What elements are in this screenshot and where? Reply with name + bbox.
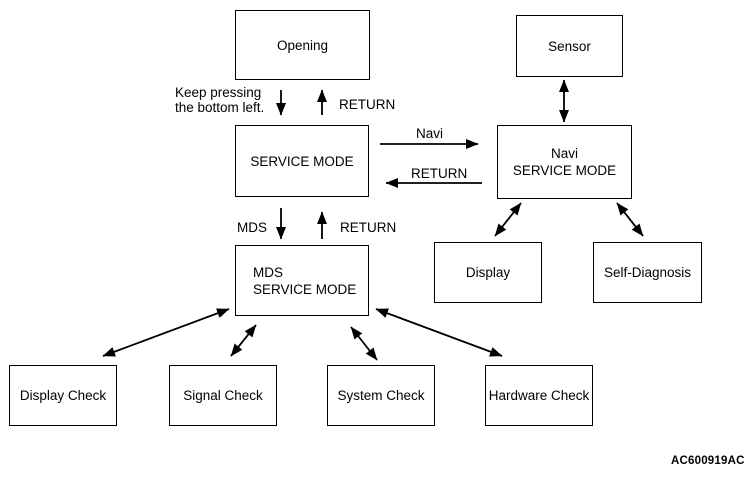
arrow-mds-signalcheck-bidirectional [230, 324, 257, 357]
node-system-check: System Check [327, 365, 435, 426]
edge-label-mds: MDS [237, 220, 267, 235]
node-signal-check: Signal Check [169, 365, 277, 426]
node-display: Display [434, 242, 542, 303]
arrow-navi-display-bidirectional [494, 202, 522, 237]
edge-label-return-opening: RETURN [339, 97, 396, 112]
edge-label-return-mds: RETURN [340, 220, 397, 235]
node-mds-service-mode-line2: SERVICE MODE [253, 281, 357, 297]
node-display-check: Display Check [9, 365, 117, 426]
node-service-mode-label: SERVICE MODE [250, 153, 354, 169]
arrow-navi-selfdiagnosis-bidirectional [616, 202, 644, 237]
node-hardware-check: Hardware Check [485, 365, 593, 426]
edge-label-keep-pressing: Keep pressing the bottom left. [175, 85, 264, 115]
node-navi-service-mode-line2: SERVICE MODE [512, 163, 617, 178]
edge-label-keep-pressing-line1: Keep pressing [175, 85, 262, 100]
node-signal-check-label: Signal Check [183, 388, 263, 403]
edge-label-return-navi: RETURN [411, 166, 468, 181]
node-mds-service-mode: MDS SERVICE MODE [235, 245, 369, 316]
node-navi-service-mode: Navi SERVICE MODE [497, 125, 632, 199]
arrow-mds-hardwarecheck-bidirectional [375, 308, 503, 357]
arrow-mds-displaycheck-bidirectional [102, 308, 230, 357]
figure-code: AC600919AC [671, 455, 745, 467]
edge-label-navi: Navi [416, 126, 444, 141]
node-sensor-label: Sensor [548, 38, 591, 54]
node-navi-service-mode-line1: Navi [550, 146, 578, 161]
edge-label-keep-pressing-line2: the bottom left. [175, 100, 265, 115]
node-service-mode: SERVICE MODE [235, 125, 369, 197]
node-opening: Opening [235, 10, 370, 80]
arrow-mds-systemcheck-bidirectional [350, 326, 378, 361]
node-display-check-label: Display Check [19, 388, 107, 403]
node-self-diagnosis-label: Self-Diagnosis [603, 265, 692, 280]
node-system-check-label: System Check [337, 388, 425, 403]
node-display-label: Display [465, 265, 511, 280]
node-hardware-check-label: Hardware Check [488, 388, 590, 403]
node-self-diagnosis: Self-Diagnosis [593, 242, 702, 303]
node-sensor: Sensor [516, 15, 623, 77]
node-opening-label: Opening [276, 37, 329, 53]
node-mds-service-mode-line1: MDS [253, 264, 283, 280]
